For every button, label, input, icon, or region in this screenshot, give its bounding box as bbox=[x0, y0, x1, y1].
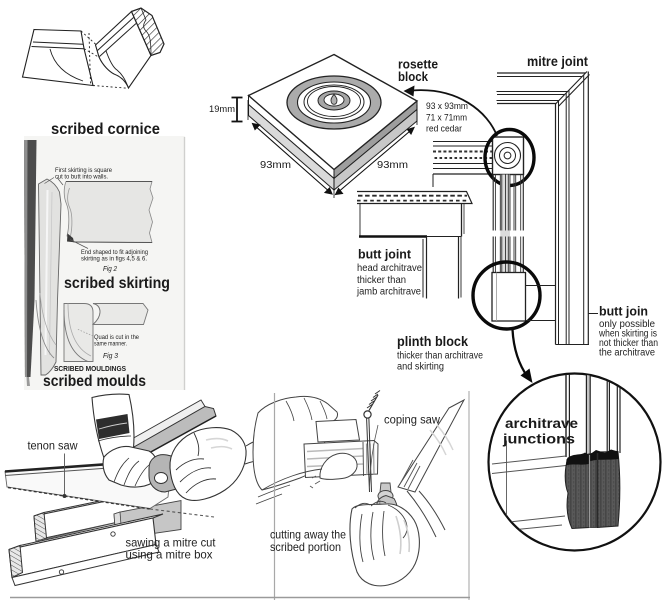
svg-text:Fig 3: Fig 3 bbox=[103, 353, 118, 360]
svg-text:block: block bbox=[398, 69, 429, 84]
svg-text:butt join: butt join bbox=[599, 304, 648, 319]
svg-text:End shaped to fit adjoining: End shaped to fit adjoining bbox=[81, 249, 149, 256]
svg-text:scribed skirting: scribed skirting bbox=[64, 275, 170, 292]
svg-text:using a mitre box: using a mitre box bbox=[126, 548, 213, 562]
svg-text:when skirting is: when skirting is bbox=[598, 329, 657, 340]
svg-text:scribed portion: scribed portion bbox=[270, 540, 341, 554]
svg-text:the architrave: the architrave bbox=[599, 348, 655, 359]
svg-text:only possible: only possible bbox=[599, 319, 655, 330]
svg-text:mitre joint: mitre joint bbox=[527, 54, 588, 69]
svg-text:19mm: 19mm bbox=[209, 104, 235, 115]
svg-text:and skirting: and skirting bbox=[397, 362, 444, 373]
svg-text:scribed cornice: scribed cornice bbox=[51, 121, 160, 138]
svg-text:head architrave: head architrave bbox=[357, 263, 422, 274]
svg-text:tenon saw: tenon saw bbox=[28, 441, 79, 453]
svg-text:plinth block: plinth block bbox=[397, 334, 468, 349]
svg-text:thicker than: thicker than bbox=[357, 275, 406, 286]
svg-text:same manner.: same manner. bbox=[94, 341, 127, 348]
svg-text:skirting as in figs 4,5 & 6.: skirting as in figs 4,5 & 6. bbox=[81, 256, 147, 263]
svg-text:Quad is cut in the: Quad is cut in the bbox=[94, 334, 140, 341]
svg-text:architrave: architrave bbox=[505, 416, 579, 431]
svg-text:junctions: junctions bbox=[502, 432, 575, 447]
svg-text:71 x 71mm: 71 x 71mm bbox=[426, 113, 467, 124]
svg-text:cutting away the: cutting away the bbox=[270, 528, 346, 542]
svg-text:scribed moulds: scribed moulds bbox=[43, 373, 146, 390]
svg-text:coping saw: coping saw bbox=[384, 415, 441, 427]
svg-text:thicker than architrave: thicker than architrave bbox=[397, 351, 483, 362]
svg-text:SCRIBED MOULDINGS: SCRIBED MOULDINGS bbox=[54, 364, 126, 373]
svg-text:butt joint: butt joint bbox=[358, 247, 412, 262]
svg-text:93mm: 93mm bbox=[260, 159, 291, 171]
svg-text:93 x 93mm: 93 x 93mm bbox=[426, 101, 468, 112]
svg-text:93mm: 93mm bbox=[377, 159, 408, 171]
svg-text:rosette: rosette bbox=[398, 57, 438, 72]
svg-text:red cedar: red cedar bbox=[426, 124, 462, 135]
svg-text:not thicker than: not thicker than bbox=[599, 338, 658, 349]
svg-text:cut to butt into walls.: cut to butt into walls. bbox=[55, 174, 108, 181]
svg-text:Fig 2: Fig 2 bbox=[103, 266, 117, 273]
svg-text:sawing a mitre cut: sawing a mitre cut bbox=[126, 536, 217, 550]
svg-text:jamb architrave: jamb architrave bbox=[356, 287, 421, 298]
svg-text:First skirting is square: First skirting is square bbox=[55, 167, 113, 174]
